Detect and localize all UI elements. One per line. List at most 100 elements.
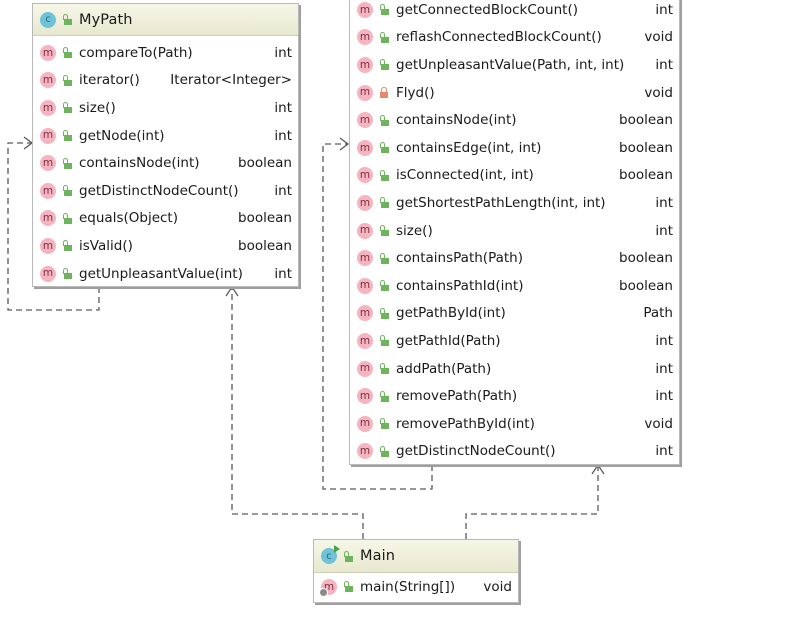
- method-return-type: boolean: [619, 139, 673, 156]
- method-icon-glyph: m: [42, 184, 54, 197]
- method-icon-glyph: m: [359, 307, 371, 320]
- method-icon: m: [40, 155, 56, 172]
- method-name: getUnpleasantValue(int): [79, 265, 243, 282]
- method-name: containsPath(Path): [396, 250, 523, 267]
- method-name: main(String[]): [360, 578, 456, 595]
- method-icon: m: [357, 167, 373, 184]
- method-name: size(): [396, 222, 433, 239]
- method-return-type: boolean: [619, 250, 673, 267]
- method-return-type: boolean: [238, 155, 292, 172]
- class-header-mypath[interactable]: c MyPath: [33, 4, 298, 36]
- private-lock-icon: [379, 87, 390, 99]
- method-icon-glyph: m: [359, 3, 371, 16]
- method-icon-glyph: m: [359, 417, 371, 430]
- class-header-main[interactable]: c Main: [314, 540, 518, 573]
- method-name: equals(Object): [79, 210, 178, 227]
- method-icon-glyph: m: [359, 58, 371, 71]
- method-icon: m: [357, 305, 373, 322]
- public-lock-icon: [62, 14, 73, 25]
- static-badge-icon: [319, 587, 328, 597]
- method-name: removePath(Path): [396, 388, 518, 405]
- edge-main-to-mypath: [231, 289, 364, 539]
- runnable-class-icon: c: [321, 545, 340, 564]
- method-icon: m: [40, 127, 56, 144]
- method-row[interactable]: m getNode(int) int: [33, 122, 298, 150]
- method-name: containsNode(int): [79, 155, 200, 172]
- method-icon-glyph: m: [359, 31, 371, 44]
- method-icon: m: [357, 112, 373, 129]
- method-icon-glyph: m: [359, 141, 371, 154]
- edge-graph-self: [322, 143, 433, 490]
- method-name: getConnectedBlockCount(): [396, 1, 578, 18]
- method-name: getPathId(Path): [396, 332, 501, 349]
- method-icon: m: [357, 1, 373, 18]
- method-name: containsPathId(int): [396, 277, 524, 294]
- method-icon-glyph: m: [359, 169, 371, 182]
- method-icon-glyph: m: [42, 156, 54, 169]
- public-lock-icon: [379, 31, 390, 43]
- method-icon-glyph: m: [359, 224, 371, 237]
- method-icon: m: [357, 194, 373, 211]
- method-return-type: boolean: [619, 112, 673, 129]
- public-lock-icon: [379, 280, 390, 292]
- method-name: getNode(int): [79, 127, 165, 144]
- method-name: iterator(): [79, 72, 140, 89]
- method-return-type: int: [655, 388, 673, 405]
- public-lock-icon: [379, 4, 390, 16]
- method-return-type: int: [655, 56, 673, 73]
- edge-main-to-graph: [465, 467, 599, 539]
- method-return-type: Path: [643, 305, 673, 322]
- method-icon: m: [40, 44, 56, 61]
- arrowhead-main-to-mypath: [225, 285, 239, 297]
- method-row[interactable]: m size() int: [33, 94, 298, 122]
- method-row[interactable]: m containsNode(int) boolean: [33, 149, 298, 177]
- public-lock-icon: [343, 550, 354, 562]
- class-name: Main: [360, 548, 396, 564]
- method-name: size(): [79, 99, 116, 116]
- method-return-type: int: [274, 99, 292, 116]
- public-lock-icon: [62, 102, 73, 114]
- class-icon-glyph: c: [326, 550, 332, 562]
- class-icon: c: [40, 11, 56, 28]
- method-return-type: void: [644, 84, 673, 101]
- method-return-type: int: [274, 127, 292, 144]
- method-icon: m: [357, 443, 373, 460]
- public-lock-icon: [62, 74, 73, 86]
- method-icon: m: [357, 332, 373, 349]
- method-icon: m: [40, 99, 56, 116]
- method-name: addPath(Path): [396, 360, 492, 377]
- class-icon-glyph: c: [45, 14, 51, 25]
- public-lock-icon: [62, 47, 73, 59]
- method-return-type: int: [655, 360, 673, 377]
- public-lock-icon: [343, 581, 354, 593]
- method-name: removePathById(int): [396, 415, 535, 432]
